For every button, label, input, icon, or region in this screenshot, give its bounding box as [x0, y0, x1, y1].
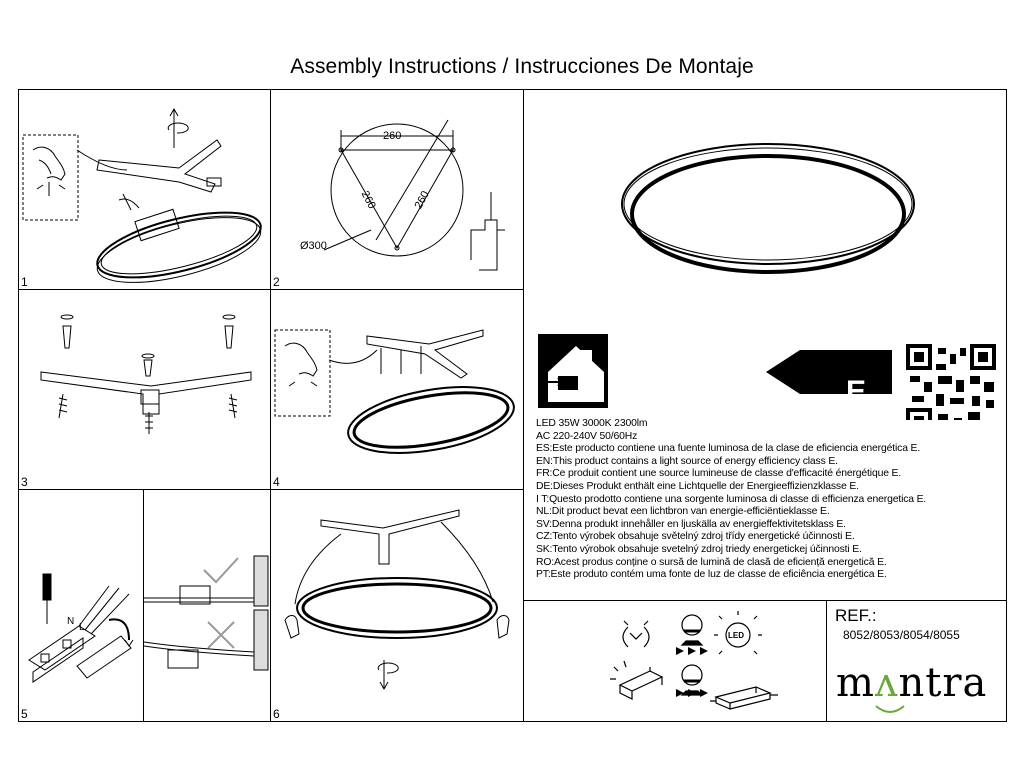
step-number-3: 3 — [21, 475, 28, 489]
energy-info: LED 35W 3000K 2300lm AC 220-240V 50/60Hz… — [536, 418, 1006, 582]
building-light-icon — [538, 334, 608, 408]
energy-statement: FR:Ce produit contient une source lumine… — [536, 468, 902, 480]
grid-divider — [143, 489, 144, 722]
driver-box-icon — [710, 686, 778, 710]
energy-statement: SK:Tento výrobok obsahuje svetelný zdroj… — [536, 543, 862, 555]
spec-line: LED 35W 3000K 2300lm — [536, 418, 648, 429]
grid-divider — [18, 289, 523, 290]
instruction-sheet — [18, 89, 1007, 722]
energy-statement: DE:Dieses Produkt enthält eine Lichtquel… — [536, 480, 859, 492]
led-bulb-icon — [714, 611, 762, 655]
rotate-arrow-icon — [167, 107, 189, 148]
grid-divider — [826, 600, 827, 722]
mounting-bracket — [40, 371, 252, 415]
safety-person-icon — [680, 614, 704, 646]
step-number-1: 1 — [21, 275, 28, 289]
grid-divider — [523, 600, 1007, 601]
rotate-arrow-icon — [377, 660, 399, 691]
screwdriver-icon — [42, 573, 52, 624]
step-6-illustration — [271, 490, 523, 722]
step-number-2: 2 — [273, 275, 280, 289]
reference-models: 8052/8053/8054/8055 — [843, 628, 960, 642]
incorrect-cross-icon — [207, 621, 235, 649]
brand-logo-part: ntra — [898, 660, 988, 706]
energy-class-arrow — [766, 350, 892, 394]
step-2-illustration: 260 260 260 Ø300 — [271, 90, 523, 289]
connector-block — [76, 618, 134, 679]
energy-statement: CZ:Tento výrobek obsahuje světelný zdroj… — [536, 531, 855, 543]
brand-logo: mʌntra — [836, 660, 987, 706]
step-4-illustration — [271, 290, 523, 489]
arrow-icon — [676, 647, 708, 697]
energy-label-graphics — [524, 320, 1007, 420]
wire-label-n: N — [67, 616, 75, 627]
recycle-icon — [622, 620, 650, 648]
connector-icon — [610, 660, 664, 700]
hand-icon — [284, 615, 510, 639]
energy-statement: ES:Este producto contiene una fuente lum… — [536, 443, 921, 455]
step-number-6: 6 — [273, 707, 280, 721]
grid-divider — [523, 89, 524, 722]
brand-logo-mark: ʌ — [874, 660, 899, 706]
screw-icon — [58, 393, 238, 434]
safety-icons: LED — [524, 601, 826, 722]
led-label: LED — [728, 631, 744, 640]
energy-statement: I T:Questo prodotto contiene una sorgent… — [536, 493, 927, 505]
dimension-label: 260 — [383, 130, 402, 142]
mounting-bracket — [366, 329, 484, 379]
brand-logo-smile — [875, 705, 905, 713]
energy-statement: EN:This product contains a light source … — [536, 455, 838, 467]
step-5-wiring-illustration: N L — [19, 490, 143, 722]
correct-check-icon — [203, 557, 239, 584]
dimension-label: Ø300 — [300, 240, 327, 252]
energy-statement: PT:Este produto contém uma fonte de luz … — [536, 569, 887, 581]
step-1-illustration — [19, 90, 270, 289]
spec-line: AC 220-240V 50/60Hz — [536, 430, 638, 442]
grid-divider — [18, 489, 523, 490]
mounting-bracket — [320, 509, 460, 565]
step-3-illustration — [19, 290, 270, 489]
energy-class-letter: E — [846, 375, 867, 408]
wire-label-l: L — [79, 622, 85, 633]
reference-label: REF.: — [835, 606, 877, 625]
mounting-bracket — [96, 139, 222, 193]
page-title: Assembly Instructions / Instrucciones De… — [290, 55, 754, 78]
terminal-block — [28, 625, 96, 683]
hand-icon — [284, 342, 318, 387]
safety-person-icon — [680, 664, 704, 696]
led-driver — [118, 193, 180, 242]
qr-code-icon — [906, 344, 998, 420]
step-number-5: 5 — [21, 707, 28, 721]
energy-statement: NL:Dit product bevat een lichtbron van e… — [536, 506, 830, 518]
brand-logo-part: m — [836, 660, 875, 706]
grid-divider — [270, 89, 271, 722]
energy-statement: RO:Acest produs conține o sursă de lumin… — [536, 556, 887, 568]
energy-statement: SV:Denna produkt innehåller en ljuskälla… — [536, 518, 846, 530]
product-illustration — [524, 90, 1007, 320]
step-5-cable-illustration — [144, 490, 270, 722]
step-number-4: 4 — [273, 475, 280, 489]
hand-icon — [32, 146, 66, 196]
drill-icon — [470, 192, 505, 271]
